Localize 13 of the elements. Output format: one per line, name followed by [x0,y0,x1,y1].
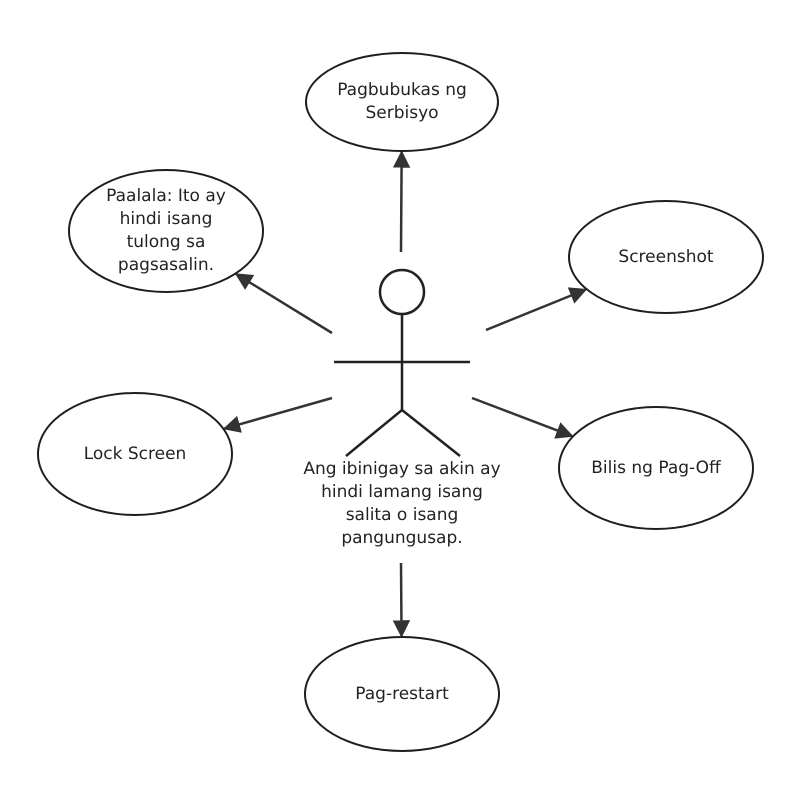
use-case-label: Bilis ng Pag-Off [590,456,722,480]
use-case-label: Lock Screen [82,442,188,466]
arrow [486,287,588,332]
use-case-label: Pagbubukas ng Serbisyo [336,79,468,125]
arrow [392,150,410,252]
arrow [234,273,333,334]
arrow [472,396,574,439]
use-case-label: Pag-restart [354,682,450,706]
use-case-label: Screenshot [617,246,715,268]
actor-label: Ang ibinigay sa akin ay hindi lamang isang salita o isang pangungusap. [302,458,502,550]
arrow [222,396,332,433]
use-case-label: Paalala: Ito ay hindi isang tulong sa pagsasalin. [105,185,227,277]
arrow [392,563,410,638]
